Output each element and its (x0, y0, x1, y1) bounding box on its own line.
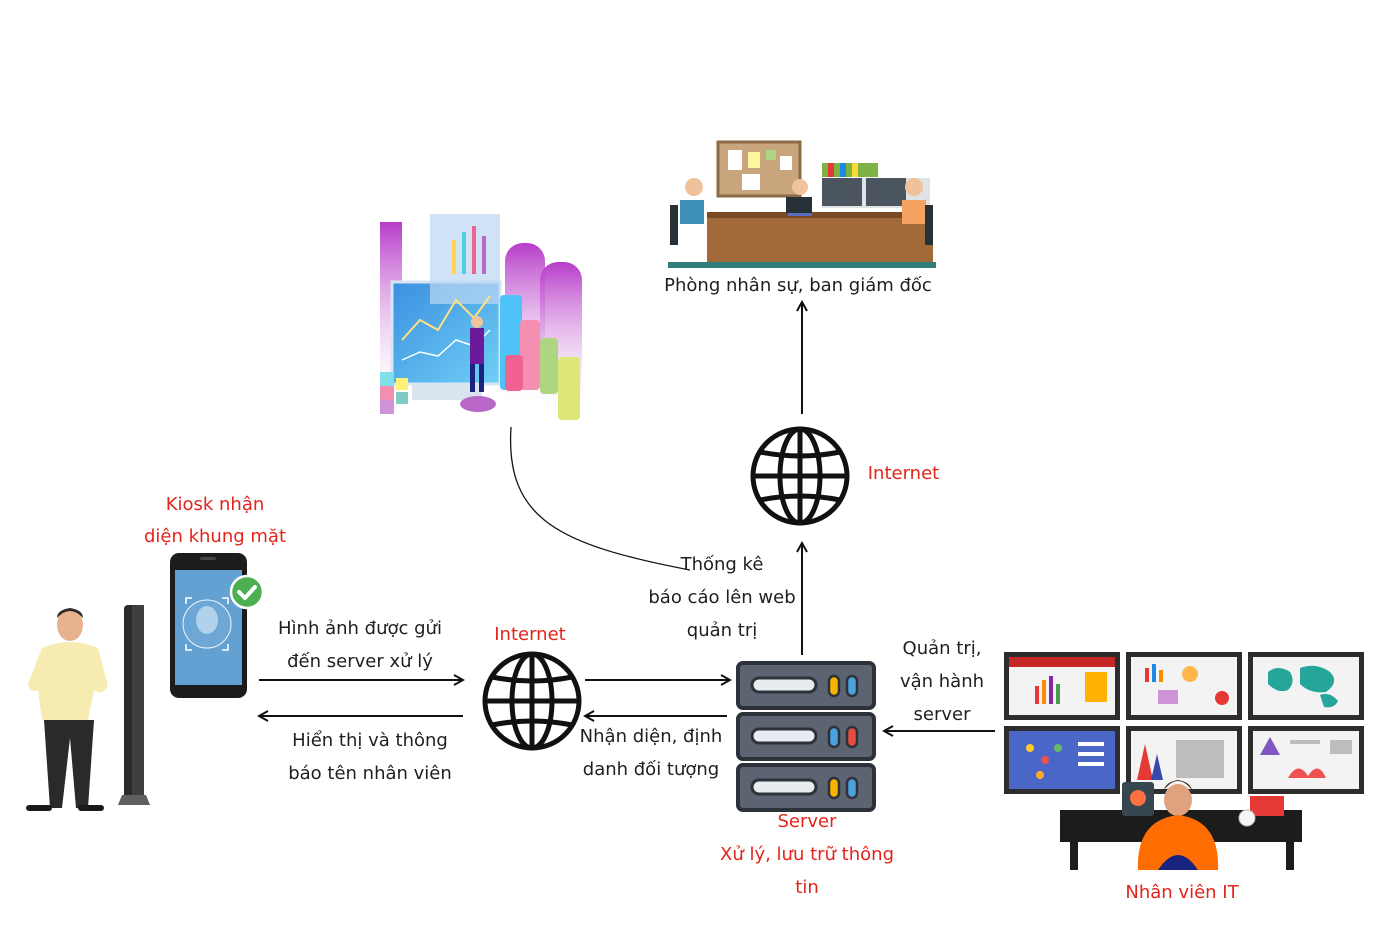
connectors (259, 302, 995, 731)
stats-label-line1: Thống kê (680, 554, 764, 575)
stats-label-line3: quản trị (686, 620, 758, 641)
globe-icon (482, 651, 582, 751)
it-staff-label: Nhân viên IT (1125, 882, 1239, 903)
send-image-label-line1: Hình ảnh được gửi (278, 618, 442, 639)
server-icon (736, 661, 876, 812)
display-name-label-line2: báo tên nhân viên (288, 763, 452, 784)
curve-stats-to-dashboard (509, 426, 691, 571)
check-icon (229, 574, 265, 610)
send-image-label-line2: đến server xử lý (287, 651, 433, 672)
server-desc-line2: tin (795, 877, 819, 898)
person-at-kiosk (26, 605, 150, 811)
globe-icon (750, 426, 850, 526)
admin-label-line2: vận hành (899, 671, 985, 692)
kiosk-label-line1: Kiosk nhận (165, 494, 265, 515)
internet-label-left: Internet (494, 624, 566, 645)
statistics-dashboard-illustration (380, 214, 582, 420)
server-title: Server (777, 811, 837, 832)
it-monitoring-illustration (1004, 652, 1364, 870)
display-name-label-line1: Hiển thị và thông (292, 730, 448, 751)
internet-label-top: Internet (867, 463, 940, 484)
stats-label-line2: báo cáo lên web (648, 587, 796, 608)
recognize-label-line1: Nhận diện, định (579, 726, 723, 747)
kiosk-label-line2: diện khung mặt (143, 526, 287, 547)
admin-label-line3: server (913, 704, 971, 725)
face-recognition-phone (170, 553, 265, 698)
server-desc-line1: Xử lý, lưu trữ thông (720, 844, 894, 865)
office-label: Phòng nhân sự, ban giám đốc (664, 275, 932, 296)
office-illustration (668, 140, 936, 268)
recognize-label-line2: danh đối tượng (582, 759, 720, 780)
admin-label-line1: Quản trị, (902, 638, 982, 659)
